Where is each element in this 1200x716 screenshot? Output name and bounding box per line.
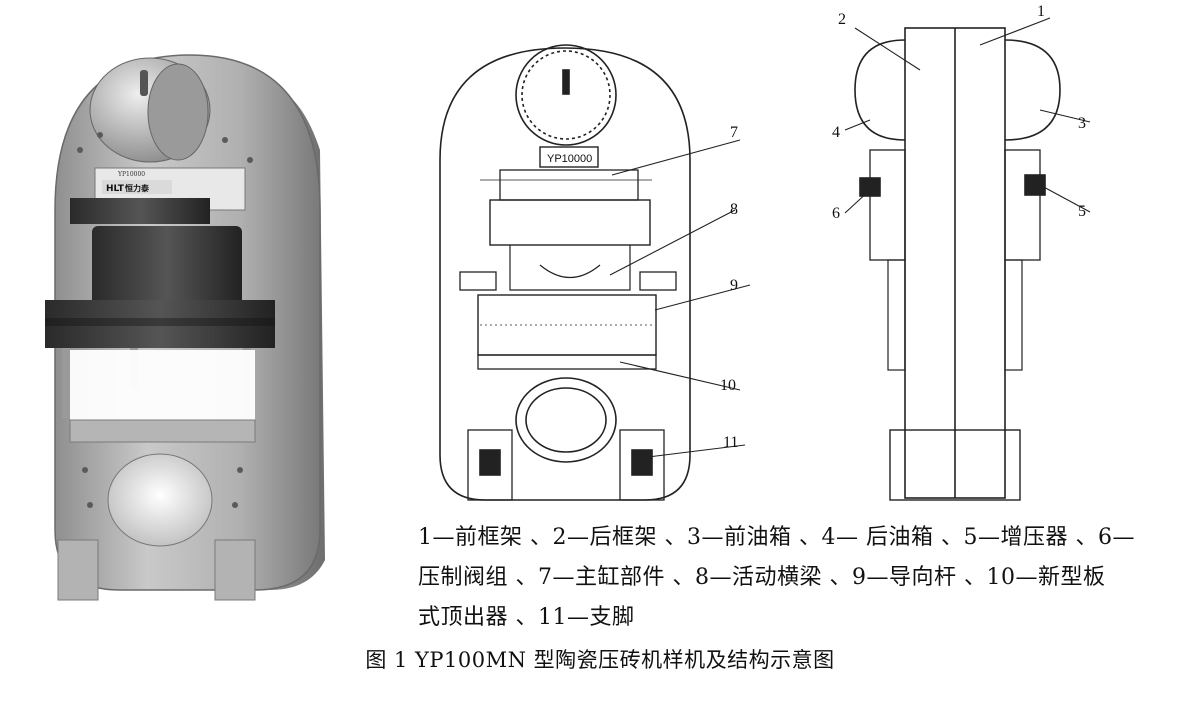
callout-3: 3 (1078, 115, 1086, 132)
callout-leaders (609, 17, 1091, 459)
callout-10: 10 (720, 377, 736, 394)
callout-4: 4 (832, 124, 840, 141)
legend-line-2: 压制阀组 、7—主缸部件 、8—活动横梁 、9—导向杆 、10—新型板 (418, 565, 1106, 590)
svg-text:YP10000: YP10000 (117, 171, 145, 178)
front-view-drawing (439, 44, 691, 501)
side-view-drawing (854, 27, 1061, 501)
callout-1: 1 (1037, 3, 1045, 20)
legend-line-3: 式顶出器 、11—支脚 (418, 605, 635, 630)
callout-11: 11 (723, 434, 738, 451)
front-view-nameplate: YP10000 (547, 153, 592, 165)
callout-9: 9 (730, 277, 738, 294)
callout-labels: 1 2 3 4 5 6 7 8 9 10 11 (720, 3, 1086, 451)
press-3d-render: HLT 恒力泰 YP10000 (45, 54, 325, 601)
svg-text:HLT: HLT (106, 184, 125, 194)
callout-7: 7 (730, 124, 738, 141)
callout-6: 6 (832, 205, 840, 222)
callout-8: 8 (730, 201, 738, 218)
legend-line-1: 1—前框架 、2—后框架 、3—前油箱 、4— 后油箱 、5—增压器 、6— (418, 525, 1135, 550)
figure-caption: 图 1 YP100MN 型陶瓷压砖机样机及结构示意图 (365, 648, 835, 672)
callout-2: 2 (838, 11, 846, 28)
hlt-logo: HLT 恒力泰 YP10000 (102, 171, 172, 194)
svg-text:恒力泰: 恒力泰 (125, 183, 150, 193)
parts-legend: 1—前框架 、2—后框架 、3—前油箱 、4— 后油箱 、5—增压器 、6— 压… (418, 518, 1178, 638)
callout-5: 5 (1078, 203, 1086, 220)
